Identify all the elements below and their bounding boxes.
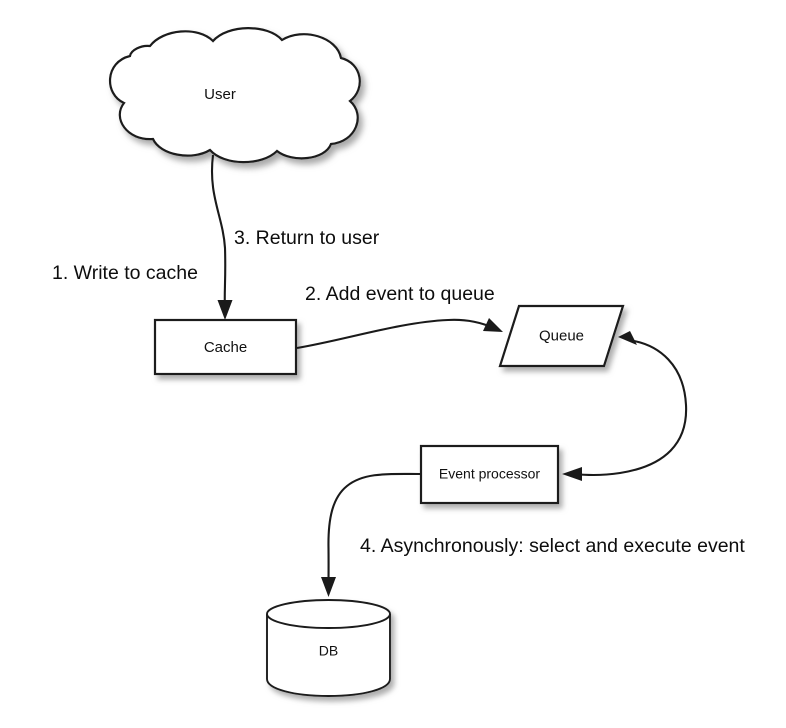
node-label-cache: Cache <box>204 339 247 356</box>
node-label-db: DB <box>319 643 338 659</box>
node-label-event-processor: Event processor <box>439 466 540 482</box>
arrowhead-into-queue <box>483 318 503 332</box>
node-label-queue: Queue <box>539 327 584 344</box>
edge-queue-event-processor-loop <box>562 331 688 481</box>
step-label-2: 2. Add event to queue <box>305 283 495 305</box>
edge-event-processor-to-db <box>321 472 421 597</box>
node-db[interactable]: DB <box>266 599 391 697</box>
node-cache[interactable]: Cache <box>153 318 298 376</box>
arrowhead-into-db <box>321 577 336 597</box>
node-label-user: User <box>204 86 236 103</box>
arrowhead-into-event-processor <box>562 467 582 481</box>
step-label-1: 1. Write to cache <box>52 262 198 284</box>
edge-cache-to-queue <box>296 318 503 350</box>
node-user[interactable]: User <box>108 27 361 164</box>
node-queue[interactable]: Queue <box>498 304 625 368</box>
arrowhead-into-cache <box>217 300 233 320</box>
step-label-4: 4. Asynchronously: select and execute ev… <box>360 535 745 557</box>
step-label-3: 3. Return to user <box>234 227 380 249</box>
node-event-processor[interactable]: Event processor <box>419 444 560 505</box>
arrowhead-into-queue-loop <box>618 331 637 345</box>
edge-user-to-cache <box>211 154 233 320</box>
